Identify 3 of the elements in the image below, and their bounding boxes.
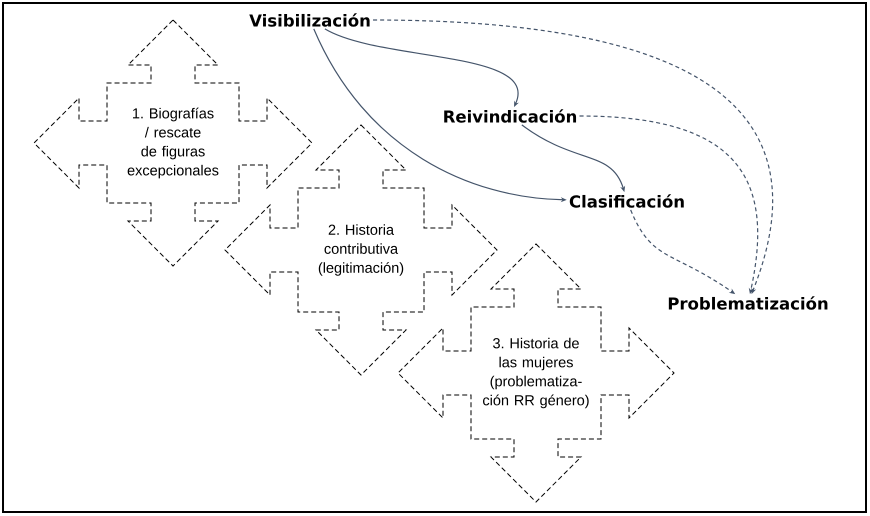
concept-label: Reivindicación <box>444 109 576 123</box>
concept-label: Clasificación <box>570 194 684 208</box>
concept-label: Problematización <box>668 296 828 310</box>
